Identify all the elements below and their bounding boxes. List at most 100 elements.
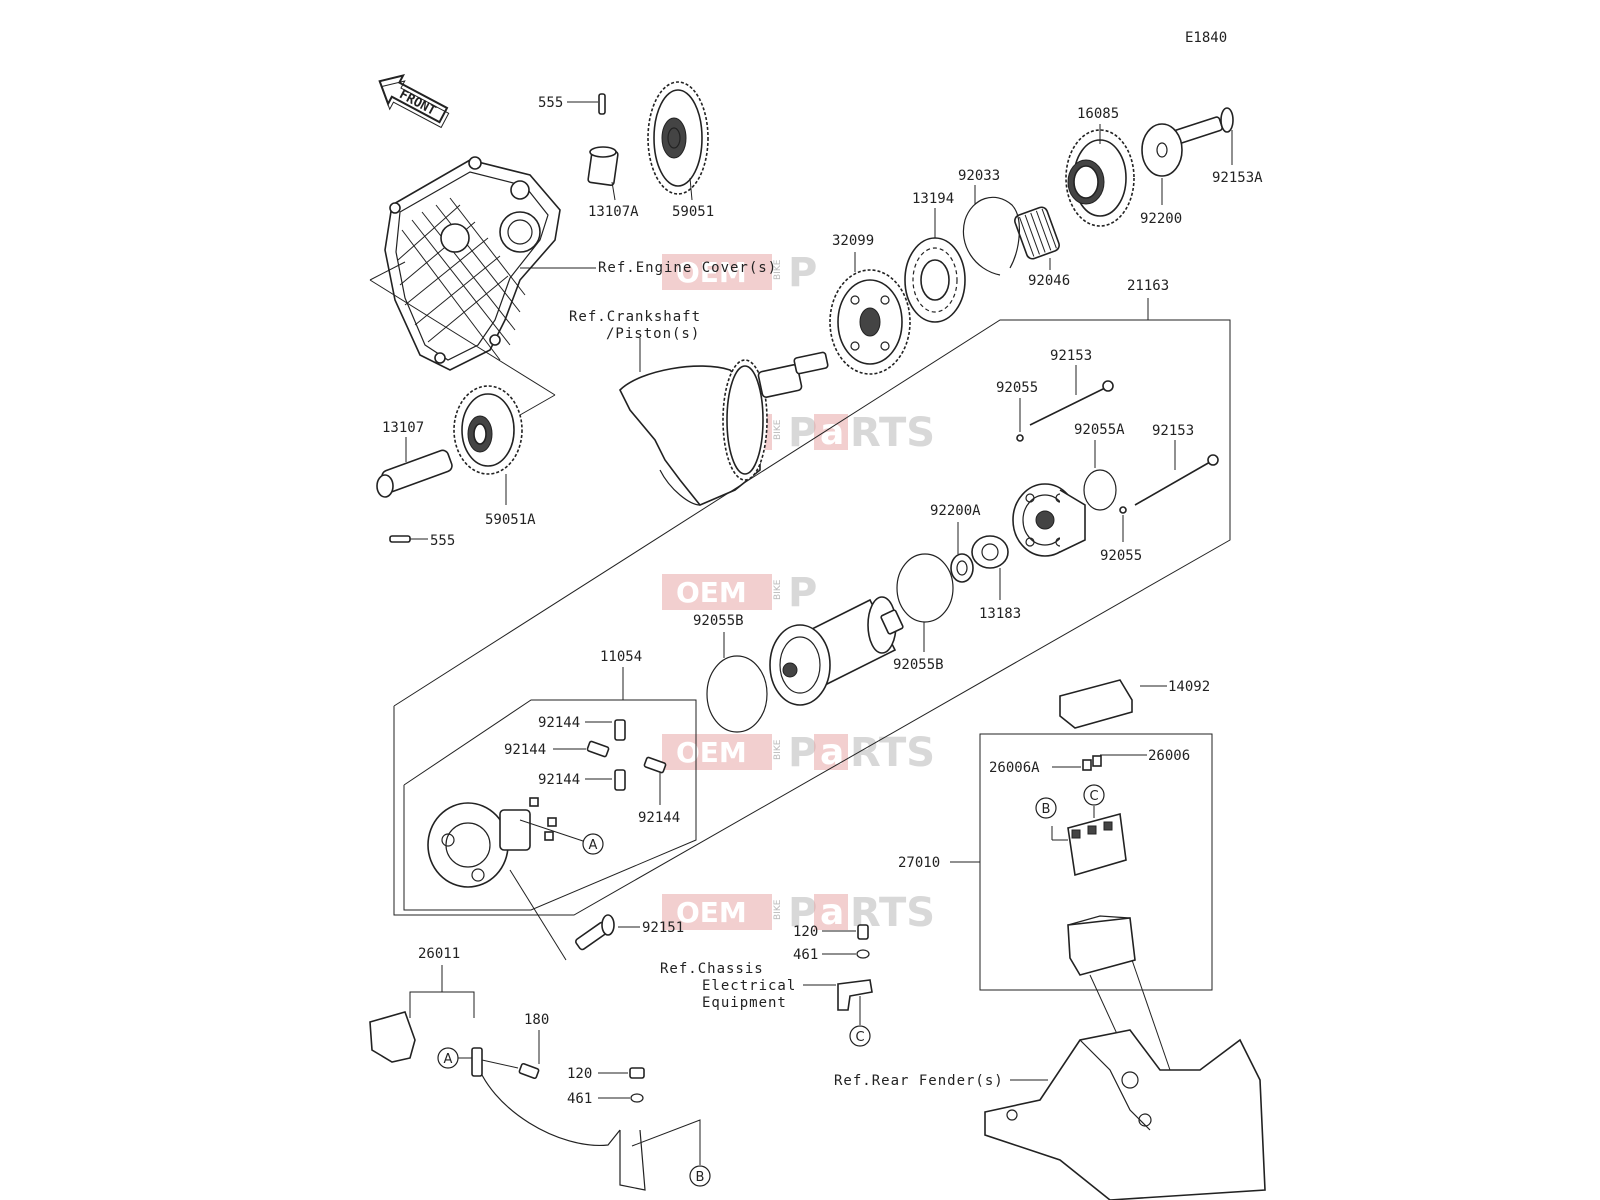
part-461-a[interactable]: 461 xyxy=(793,947,818,963)
bearing-92046 xyxy=(1014,206,1060,270)
svg-text:RTS: RTS xyxy=(850,410,935,456)
svg-text:BIKE: BIKE xyxy=(773,899,783,920)
part-16085[interactable]: 16085 xyxy=(1077,106,1119,122)
part-27010[interactable]: 27010 xyxy=(898,855,940,871)
washer-461-lower xyxy=(598,1093,644,1103)
gear-32099 xyxy=(829,252,911,375)
callout-a-upper: A xyxy=(582,833,604,855)
pin-555-bottom xyxy=(389,535,428,543)
clutch-13194 xyxy=(904,208,966,323)
svg-text:A: A xyxy=(444,1052,453,1067)
part-11054[interactable]: 11054 xyxy=(600,649,642,665)
part-92055B-a[interactable]: 92055B xyxy=(693,613,744,629)
starter-relay xyxy=(1051,806,1127,877)
fuse-26006 xyxy=(1052,754,1147,771)
spring-92144-d xyxy=(643,756,667,805)
svg-text:BIKE: BIKE xyxy=(773,579,783,600)
svg-text:P: P xyxy=(788,890,817,936)
gear-59051A xyxy=(453,385,523,505)
relay-box xyxy=(950,733,1213,991)
part-26011[interactable]: 26011 xyxy=(418,946,460,962)
brush-holder-box xyxy=(403,667,697,911)
starter-cable-26011 xyxy=(369,965,701,1191)
starter-motor-body xyxy=(769,596,904,706)
svg-text:BIKE: BIKE xyxy=(773,739,783,760)
part-92144-c[interactable]: 92144 xyxy=(538,772,580,788)
cover-14092 xyxy=(1059,679,1167,729)
part-92033[interactable]: 92033 xyxy=(958,168,1000,184)
part-92153-a[interactable]: 92153 xyxy=(1050,348,1092,364)
spring-92144-b xyxy=(553,740,610,758)
part-92144-a[interactable]: 92144 xyxy=(538,715,580,731)
ref-chassis-line3: Equipment xyxy=(702,995,787,1011)
part-92055B-b[interactable]: 92055B xyxy=(893,657,944,673)
callout-b-cable: B xyxy=(689,1165,711,1187)
part-13107[interactable]: 13107 xyxy=(382,420,424,436)
part-13194[interactable]: 13194 xyxy=(912,191,954,207)
starter-bracket-lines xyxy=(393,298,1231,916)
oring-92055B-left xyxy=(706,632,768,733)
ref-chassis-line2: Electrical xyxy=(702,978,796,994)
svg-text:RTS: RTS xyxy=(850,730,935,776)
part-120-a[interactable]: 120 xyxy=(793,924,818,940)
bolt-92153-b xyxy=(1134,440,1219,506)
ref-rear-fender: Ref.Rear Fender(s) xyxy=(834,1073,1004,1089)
svg-text:a: a xyxy=(820,732,844,773)
callout-b-relay: B xyxy=(1035,797,1057,819)
part-59051[interactable]: 59051 xyxy=(672,204,714,220)
circlip-92033 xyxy=(962,185,1020,276)
part-92055-b[interactable]: 92055 xyxy=(1100,548,1142,564)
part-120-b[interactable]: 120 xyxy=(567,1066,592,1082)
part-32099[interactable]: 32099 xyxy=(832,233,874,249)
callout-a-cable: A xyxy=(437,1047,459,1069)
part-92046[interactable]: 92046 xyxy=(1028,273,1070,289)
svg-text:a: a xyxy=(820,892,844,933)
svg-text:OEM: OEM xyxy=(676,736,747,769)
svg-text:P: P xyxy=(788,730,817,776)
part-92153-b[interactable]: 92153 xyxy=(1152,423,1194,439)
chassis-ground-terminal xyxy=(803,979,873,1025)
ref-crankshaft-line1: Ref.Crankshaft xyxy=(569,309,701,325)
part-14092[interactable]: 14092 xyxy=(1168,679,1210,695)
part-461-b[interactable]: 461 xyxy=(567,1091,592,1107)
sleeve-13107 xyxy=(376,437,453,498)
callout-c-chassis: C xyxy=(849,1025,871,1047)
relay-boot xyxy=(1067,915,1171,1096)
part-92200A[interactable]: 92200A xyxy=(930,503,981,519)
svg-text:OEM: OEM xyxy=(676,576,747,609)
part-555-top[interactable]: 555 xyxy=(538,95,563,111)
oring-92055A xyxy=(1083,440,1117,511)
part-59051A[interactable]: 59051A xyxy=(485,512,536,528)
bolt-180 xyxy=(481,1030,540,1080)
rear-fender-part xyxy=(984,1029,1266,1200)
svg-text:P: P xyxy=(788,570,817,616)
part-13107A[interactable]: 13107A xyxy=(588,204,639,220)
part-26006A[interactable]: 26006A xyxy=(989,760,1040,776)
engine-cover-part xyxy=(369,156,565,416)
part-92144-d[interactable]: 92144 xyxy=(638,810,680,826)
washer-92200A xyxy=(950,522,974,583)
spring-92144-c xyxy=(585,769,626,791)
part-92200[interactable]: 92200 xyxy=(1140,211,1182,227)
part-180[interactable]: 180 xyxy=(524,1012,549,1028)
svg-text:P: P xyxy=(788,410,817,456)
sleeve-13107A xyxy=(587,146,619,201)
svg-text:B: B xyxy=(1042,802,1051,817)
part-26006[interactable]: 26006 xyxy=(1148,748,1190,764)
part-92055-a[interactable]: 92055 xyxy=(996,380,1038,396)
part-21163[interactable]: 21163 xyxy=(1127,278,1169,294)
part-92144-b[interactable]: 92144 xyxy=(504,742,546,758)
part-92151[interactable]: 92151 xyxy=(642,920,684,936)
svg-text:P: P xyxy=(788,250,817,296)
bolt-92153-a xyxy=(1029,365,1114,426)
ref-chassis-line1: Ref.Chassis xyxy=(660,961,764,977)
front-arrow-icon: FRONT xyxy=(378,74,450,129)
bolt-92151 xyxy=(509,869,640,961)
part-13183[interactable]: 13183 xyxy=(979,606,1021,622)
part-92055A[interactable]: 92055A xyxy=(1074,422,1125,438)
part-555-bottom[interactable]: 555 xyxy=(430,533,455,549)
diagram-code: E1840 xyxy=(1185,30,1227,46)
part-92153A[interactable]: 92153A xyxy=(1212,170,1263,186)
ref-crankshaft-line2: /Piston(s) xyxy=(606,326,700,342)
svg-text:OEM: OEM xyxy=(676,256,747,289)
